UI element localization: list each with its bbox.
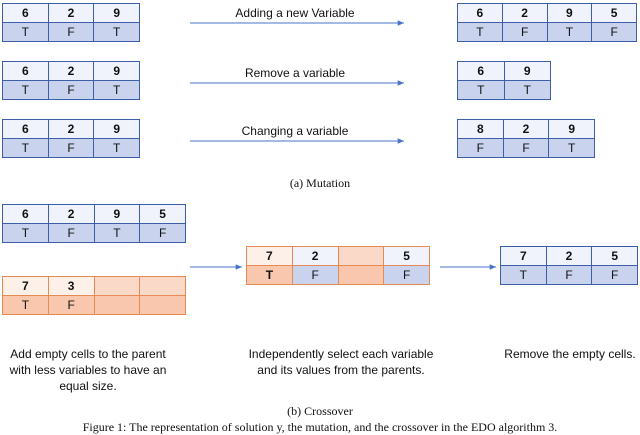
crossover-note-right: Remove the empty cells. (504, 347, 636, 361)
crossover-caption: (b) Crossover (287, 404, 353, 418)
mutation-caption: (a) Mutation (289, 176, 351, 190)
mutation-add-label: Adding a new Variable (235, 6, 355, 20)
mutation-remove-label: Remove a variable (244, 66, 346, 80)
mutation-change-label: Changing a variable (241, 124, 349, 138)
crossover-note-middle: Independently select each variable and i… (248, 347, 434, 377)
crossover-note-left: Add empty cells to the parent with less … (9, 347, 167, 393)
